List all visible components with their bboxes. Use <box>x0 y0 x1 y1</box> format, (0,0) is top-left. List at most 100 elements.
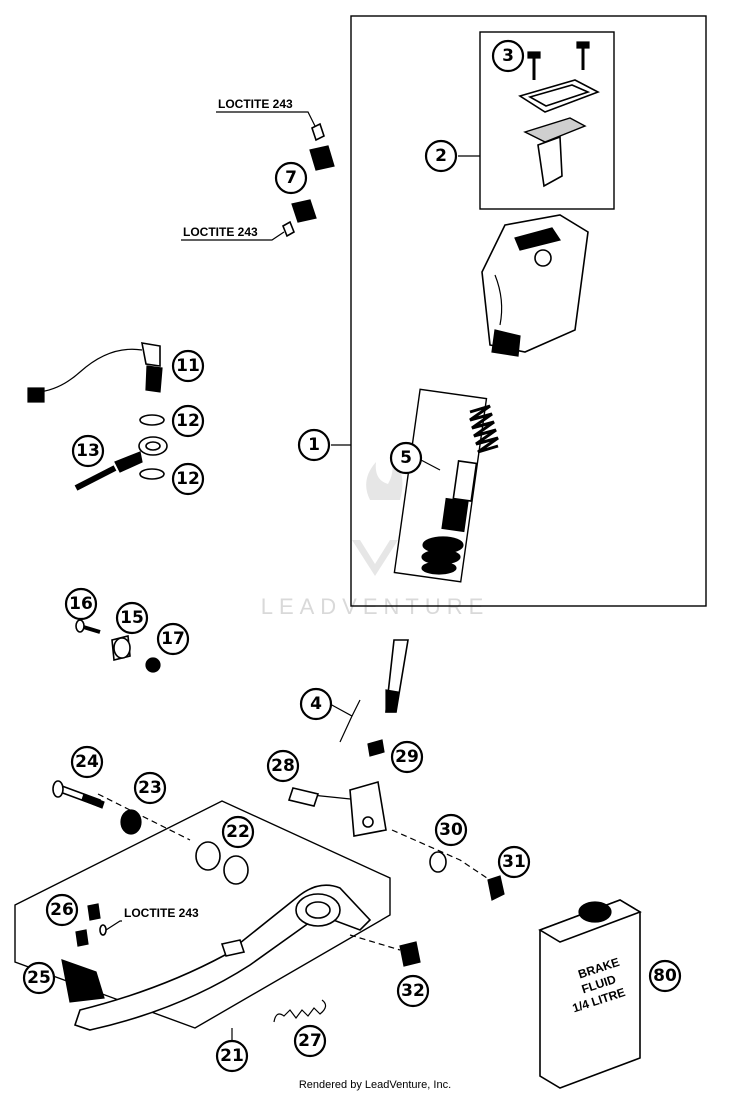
return-spring <box>273 999 327 1023</box>
leader-4 <box>329 699 361 743</box>
callout-27: 27 <box>293 1024 327 1058</box>
callout-23: 23 <box>133 771 167 805</box>
callout-label: 25 <box>27 968 51 988</box>
master-cylinder-edge <box>494 274 503 326</box>
loctite-top-leader <box>216 111 317 129</box>
loctite-pedal-leader <box>105 920 122 931</box>
reservoir-frame <box>479 31 615 210</box>
callout-label: 4 <box>310 694 322 714</box>
callout-28: 28 <box>266 749 300 783</box>
boot-ring-3 <box>421 561 457 575</box>
loctite-label-top: LOCTITE 243 <box>218 97 293 111</box>
callout-label: 27 <box>298 1031 322 1051</box>
clip-31 <box>487 875 505 901</box>
callout-29: 29 <box>390 740 424 774</box>
callout-label: 30 <box>439 820 463 840</box>
callout-21: 21 <box>215 1039 249 1073</box>
callout-label: 12 <box>176 411 200 431</box>
banjo-hole <box>145 441 161 451</box>
brake-hose <box>74 465 117 491</box>
bushing-22-b <box>223 855 249 885</box>
master-cylinder-top <box>514 227 561 251</box>
bolt-26-washer <box>99 924 107 936</box>
callout-30: 30 <box>434 813 468 847</box>
callout-label: 23 <box>138 778 162 798</box>
master-cylinder-port <box>534 249 552 267</box>
render-credit: Rendered by LeadVenture, Inc. <box>299 1079 451 1091</box>
switch-thread <box>145 365 163 393</box>
leader-23 <box>97 793 191 841</box>
callout-label: 26 <box>50 900 74 920</box>
callout-label: 3 <box>502 46 514 66</box>
fitting-bolt-lower <box>291 199 317 223</box>
piston <box>452 460 478 502</box>
callout-16: 16 <box>64 587 98 621</box>
callout-label: 21 <box>220 1046 244 1066</box>
callout-25: 25 <box>22 961 56 995</box>
callout-label: 29 <box>395 747 419 767</box>
push-rod-thread <box>385 689 399 713</box>
callout-label: 32 <box>401 981 425 1001</box>
washer-23 <box>120 809 142 835</box>
washer-30 <box>429 851 447 873</box>
piston-seal <box>441 497 469 533</box>
pedal-frame <box>14 800 391 1029</box>
pedal-tip <box>61 959 105 1003</box>
callout-label: 31 <box>502 852 526 872</box>
bolt-24-head <box>52 780 64 798</box>
reservoir-cap-inner <box>527 84 591 107</box>
fitting-washer-lower <box>281 220 296 238</box>
callout-label: 12 <box>176 469 200 489</box>
callout-12a: 12 <box>171 404 205 438</box>
callout-15: 15 <box>115 601 149 635</box>
callout-label: 2 <box>435 146 447 166</box>
callout-label: 17 <box>161 629 185 649</box>
nut-17 <box>145 657 161 673</box>
fitting-washer-top <box>311 122 325 142</box>
switch-connector <box>27 387 45 403</box>
pin-28 <box>287 787 320 807</box>
pedal-stop <box>220 939 246 957</box>
switch-cable <box>37 348 143 393</box>
bottle-cap <box>578 901 612 923</box>
leader-30 <box>391 829 491 881</box>
callout-12b: 12 <box>171 462 205 496</box>
loctite-label-pedal: LOCTITE 243 <box>124 906 199 920</box>
nut-29 <box>367 739 385 757</box>
switch-head <box>140 342 161 367</box>
callout-7: 7 <box>274 161 308 195</box>
clevis <box>349 780 387 837</box>
callout-label: 24 <box>75 752 99 772</box>
callout-32: 32 <box>396 974 430 1008</box>
washer-bottom <box>139 468 165 480</box>
callout-label: 1 <box>308 435 320 455</box>
master-cylinder-frame <box>350 15 707 607</box>
leader-5 <box>420 459 441 471</box>
reservoir-body <box>537 135 563 188</box>
callout-11: 11 <box>171 349 205 383</box>
callout-24: 24 <box>70 745 104 779</box>
reservoir-membrane <box>523 117 587 143</box>
callout-13: 13 <box>71 434 105 468</box>
fitting-bolt-top <box>309 145 335 171</box>
master-cylinder-body <box>481 214 589 353</box>
callout-label: 15 <box>120 608 144 628</box>
pedal-pivot-hole <box>305 901 331 919</box>
bushing-15-end <box>113 637 131 659</box>
clevis-hole <box>362 816 374 828</box>
watermark-v-icon <box>352 540 398 576</box>
callout-label: 13 <box>76 441 100 461</box>
hose-crimp <box>114 451 143 473</box>
brake-pedal <box>73 884 372 1031</box>
nut-32 <box>399 941 421 967</box>
loctite-middle-leader <box>181 231 285 241</box>
washer-top <box>139 414 165 426</box>
callout-2: 2 <box>424 139 458 173</box>
watermark: LEADVENTURE <box>261 456 483 619</box>
leader-32 <box>349 934 401 951</box>
bolt-16-head <box>75 619 85 633</box>
callout-22: 22 <box>221 815 255 849</box>
callout-26: 26 <box>45 893 79 927</box>
bolt-26-b <box>75 929 89 947</box>
